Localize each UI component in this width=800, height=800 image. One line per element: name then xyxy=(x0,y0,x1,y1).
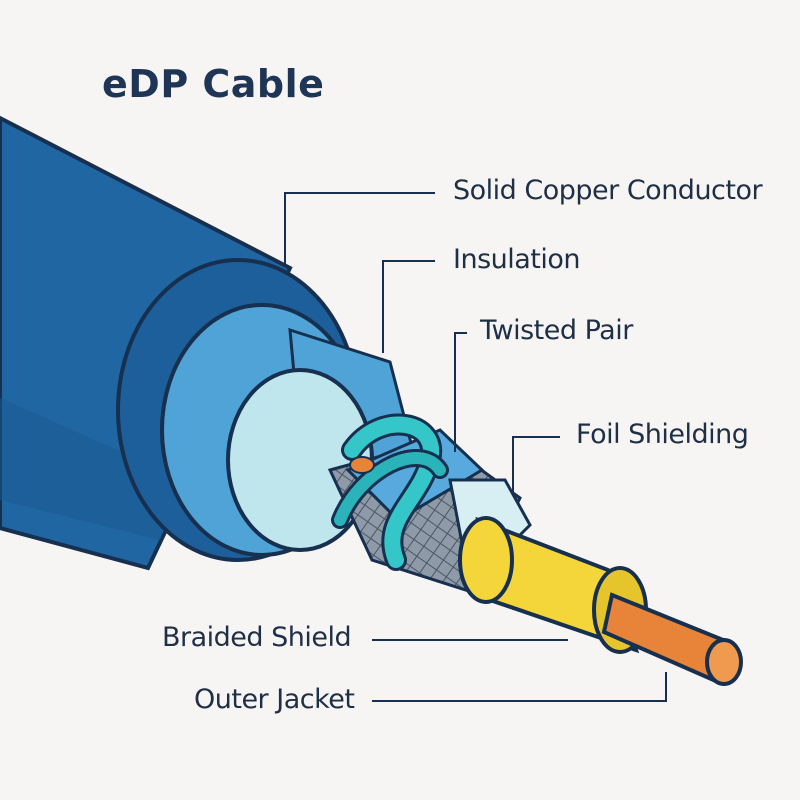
label-twisted-pair: Twisted Pair xyxy=(480,315,633,346)
label-outer-jacket: Outer Jacket xyxy=(194,684,355,715)
leader-insulation xyxy=(382,260,435,353)
leader-foil-shielding xyxy=(512,436,560,492)
leader-twisted-pair xyxy=(454,332,467,452)
twisted-pair xyxy=(331,413,449,571)
leader-solid-copper-conductor xyxy=(284,192,435,264)
diagram-title: eDP Cable xyxy=(102,62,325,106)
label-insulation: Insulation xyxy=(453,244,581,275)
label-braided-shield: Braided Shield xyxy=(162,622,352,653)
leader-lines xyxy=(284,192,667,702)
label-solid-copper-conductor: Solid Copper Conductor xyxy=(453,175,763,206)
leader-outer-jacket xyxy=(372,672,667,702)
copper-conductor xyxy=(601,592,743,686)
label-foil-shielding: Foil Shielding xyxy=(576,419,749,450)
